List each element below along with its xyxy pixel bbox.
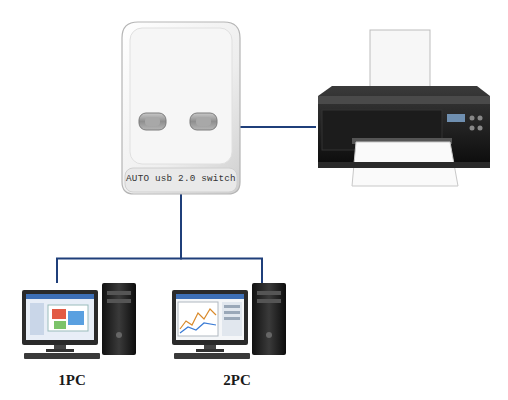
computer: 1PC — [18, 283, 140, 395]
device-label: AUTO usb 2.0 switch — [126, 173, 236, 184]
computer: 2PC — [168, 283, 290, 395]
printer-cable — [240, 126, 316, 128]
computer-label: 2PC — [223, 372, 251, 389]
printer-illustration — [318, 30, 490, 186]
computer-label: 1PC — [58, 372, 86, 389]
computer-illustration — [22, 283, 136, 359]
usb-switch: AUTO usb 2.0 switch — [122, 22, 240, 194]
usb-cable — [181, 194, 262, 283]
usb-cable — [57, 194, 181, 283]
computer-illustration — [172, 283, 286, 359]
usb-switch-illustration — [122, 22, 240, 194]
